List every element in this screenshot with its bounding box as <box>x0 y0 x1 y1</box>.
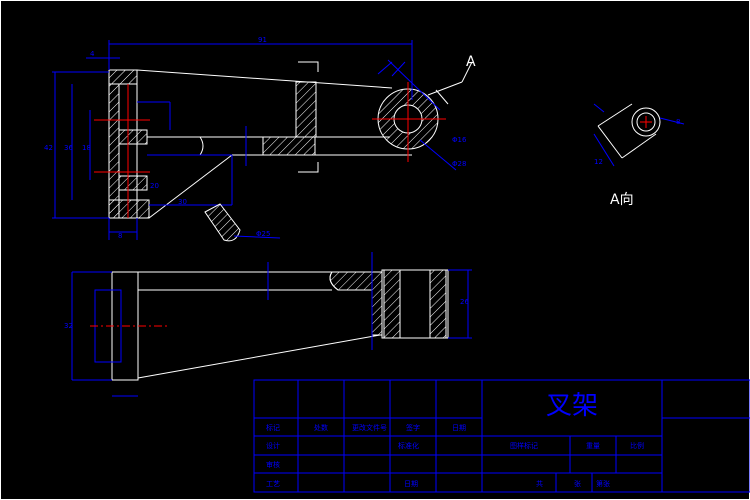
label-view-a: A向 <box>610 192 634 208</box>
arm-hatch-vertical <box>295 81 317 138</box>
svg-text:比例: 比例 <box>630 441 644 450</box>
part-name: 叉架 <box>546 391 598 421</box>
svg-text:签字: 签字 <box>406 423 420 432</box>
title-block-text: 标记 处数 更改文件号 签字 日期 设计 标准化 图样标记 重量 比例 审核 工… <box>266 423 644 488</box>
section-bracket-top <box>298 61 319 72</box>
main-view <box>94 61 446 219</box>
dim-height-left: 42 <box>44 144 53 152</box>
dim-front-w: 26 <box>460 298 469 306</box>
svg-text:日期: 日期 <box>452 424 466 432</box>
rib-break <box>199 136 204 156</box>
front-break <box>329 271 339 291</box>
rib-line <box>148 154 233 219</box>
title-block <box>253 379 750 493</box>
dim-view-a: 8 <box>676 118 680 126</box>
dim-view-a-len: 12 <box>594 158 603 166</box>
dim-depth: 36 <box>64 144 73 152</box>
label-section-a: A <box>466 54 476 70</box>
svg-text:审核: 审核 <box>266 460 280 469</box>
rib-detail <box>204 203 281 242</box>
flange-hatch-mid <box>118 129 148 145</box>
svg-text:共: 共 <box>536 479 543 488</box>
svg-text:图样标记: 图样标记 <box>510 441 538 450</box>
front-view <box>71 252 472 397</box>
svg-text:标记: 标记 <box>266 423 280 432</box>
flange-hatch-low <box>118 175 148 191</box>
svg-text:工艺: 工艺 <box>266 480 280 488</box>
dim-bottom-w: 30 <box>178 198 187 206</box>
section-a-leader <box>427 61 473 105</box>
svg-text:更改文件号: 更改文件号 <box>352 423 387 432</box>
dim-rib-dia: Φ25 <box>256 230 270 238</box>
flange-hatch-left <box>108 83 120 219</box>
svg-text:日期: 日期 <box>404 480 418 488</box>
svg-text:第张: 第张 <box>596 479 610 488</box>
dim-thick: 8 <box>118 232 122 240</box>
dim-boss-dia: Φ28 <box>452 160 466 168</box>
svg-text:标准化: 标准化 <box>398 441 419 450</box>
section-bracket-bottom <box>298 162 319 173</box>
svg-text:重量: 重量 <box>586 442 600 450</box>
front-boss <box>381 269 449 339</box>
dim-hole-dia: Φ16 <box>452 136 467 144</box>
svg-text:处数: 处数 <box>314 423 328 432</box>
dim-offset: 18 <box>82 144 91 152</box>
flange-hatch-top <box>108 69 138 85</box>
svg-text:张: 张 <box>574 479 581 488</box>
arm-hatch-section <box>262 136 316 156</box>
dim-rib-len: 20 <box>150 182 159 190</box>
view-a <box>593 103 685 167</box>
flange-hatch-base <box>108 199 150 219</box>
dim-front-h: 32 <box>64 322 73 330</box>
dim-overall-length: 91 <box>258 36 267 44</box>
arm-top-edge <box>136 69 393 89</box>
dim-width-small: 4 <box>90 50 95 58</box>
svg-text:设计: 设计 <box>266 441 280 450</box>
